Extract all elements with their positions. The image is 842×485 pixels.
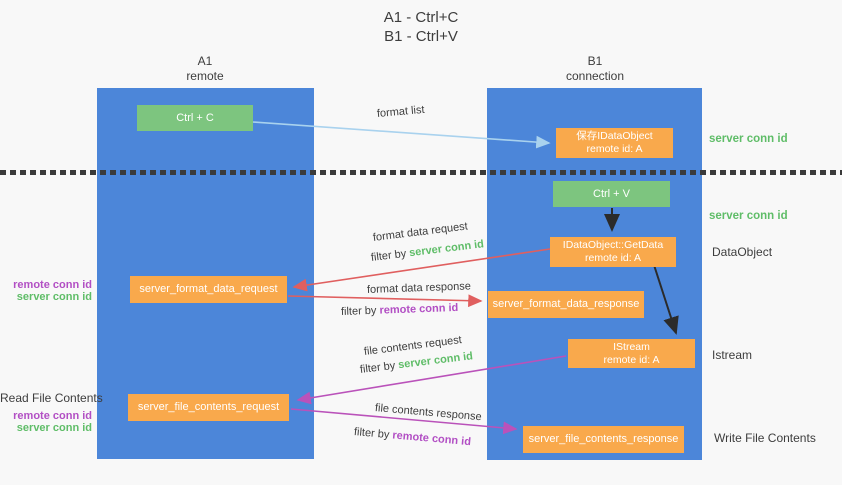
getdata-title: IDataObject::GetData <box>562 239 664 251</box>
column-b-role: connection <box>565 69 625 83</box>
left-conn-id-group-1: remote conn id server conn id <box>0 279 92 303</box>
server-format-data-response-label: server_format_data_response <box>492 298 640 310</box>
ctrl-c-node: Ctrl + C <box>137 105 253 131</box>
istream-remote-id: remote id: A <box>603 353 660 366</box>
column-a-name: A1 <box>197 54 213 68</box>
remote-conn-id-left-1: remote conn id <box>13 279 92 291</box>
server-conn-id-right-top: server conn id <box>709 133 788 145</box>
server-format-data-request-node: server_format_data_request <box>130 276 287 303</box>
format-list-label: format list <box>376 103 426 120</box>
server-format-data-response-node: server_format_data_response <box>488 291 644 318</box>
format-data-response-label: format data response <box>366 280 472 296</box>
server-file-contents-request-node: server_file_contents_request <box>128 394 289 421</box>
title-line-a1: A1 - Ctrl+C <box>383 9 459 26</box>
server-format-data-request-label: server_format_data_request <box>139 283 278 295</box>
ctrl-v-label: Ctrl + V <box>593 187 630 200</box>
istream-side-label: Istream <box>712 348 753 362</box>
read-file-contents-label: Read File Contents <box>0 391 103 405</box>
idataobject-getdata-node: IDataObject::GetData remote id: A <box>550 237 676 267</box>
format-data-request-label: format data request <box>372 220 469 244</box>
write-file-contents-label: Write File Contents <box>714 431 816 445</box>
column-a-header: A1 remote <box>155 54 255 84</box>
phase-separator-dotted-line <box>0 170 842 175</box>
ctrl-v-node: Ctrl + V <box>553 181 670 207</box>
server-file-contents-request-label: server_file_contents_request <box>137 401 280 413</box>
format-data-response-arrow <box>287 294 483 308</box>
dataobject-label: DataObject <box>712 245 773 259</box>
server-conn-id-left-1: server conn id <box>16 291 92 303</box>
diagram-title: A1 - Ctrl+C B1 - Ctrl+V <box>0 8 842 46</box>
save-idataobject-title: 保存IDataObject <box>576 130 653 142</box>
left-conn-id-group-2: remote conn id server conn id <box>0 410 92 434</box>
column-b-header: B1 connection <box>545 54 645 84</box>
server-conn-id-right-mid: server conn id <box>709 210 788 222</box>
column-a-role: remote <box>186 69 224 83</box>
server-file-contents-response-label: server_file_contents_response <box>528 433 679 445</box>
server-file-contents-response-node: server_file_contents_response <box>523 426 684 453</box>
file-contents-response-label: file contents response <box>374 402 483 424</box>
save-idataobject-node: 保存IDataObject remote id: A <box>556 128 673 158</box>
istream-title: IStream <box>613 340 650 353</box>
format-data-response-filter-label: filter by remote conn id <box>340 301 459 318</box>
istream-node: IStream remote id: A <box>568 339 695 368</box>
file-contents-response-filter-label: filter by remote conn id <box>353 426 472 449</box>
ctrl-c-label: Ctrl + C <box>176 111 214 124</box>
save-idataobject-remote-id: remote id: A <box>586 143 643 155</box>
server-conn-id-left-2: server conn id <box>16 422 92 434</box>
remote-conn-id-left-2: remote conn id <box>13 410 92 422</box>
getdata-remote-id: remote id: A <box>584 252 642 264</box>
column-b-name: B1 <box>587 54 603 68</box>
title-line-b1: B1 - Ctrl+V <box>384 28 458 45</box>
